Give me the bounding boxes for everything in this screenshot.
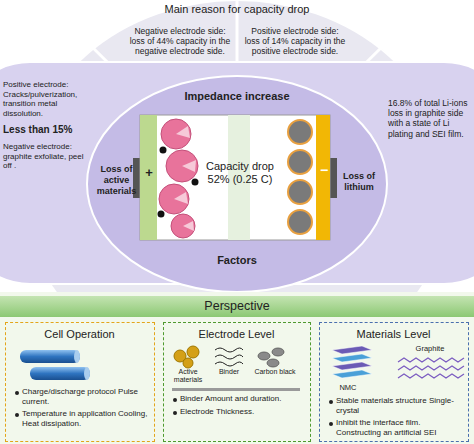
bullet-text: Stable materials structure Single-crysta… — [328, 396, 464, 415]
node-text: Positive electrode side: loss of 14% cap… — [243, 26, 347, 57]
perspective-box: Materials LevelNMC GraphiteStable materia… — [319, 322, 469, 442]
cathode-particles — [161, 119, 191, 149]
node-subtext: − — [318, 162, 330, 179]
cylinder-cells — [30, 367, 90, 380]
degradation-dots — [158, 211, 165, 218]
node-text: Positive electrode: Cracks/pulverization… — [3, 80, 91, 118]
bullet-text: Inhibit the interface film. Constructing… — [328, 418, 464, 437]
nmc-crystal — [332, 346, 372, 378]
electrode-layer — [172, 388, 300, 391]
particle-cracks — [174, 126, 196, 231]
graphite-particles — [288, 120, 312, 144]
carbon-black-particles — [258, 352, 270, 360]
perspective-box: Electrode LevelActive materialsBinder Car… — [163, 322, 311, 442]
battery-cell — [140, 115, 330, 240]
degradation-dots — [192, 179, 199, 186]
bullet-text: Temperature in application Cooling, Heat… — [14, 409, 150, 428]
nmc-crystal — [332, 370, 372, 378]
battery-cell: + Capacity drop 52% (0.25 C) − — [140, 115, 330, 240]
node-subtext: Factors — [87, 254, 387, 267]
node-text: Materials Level — [320, 328, 467, 341]
graphite-layers — [398, 366, 464, 370]
cylinder-cells — [20, 350, 90, 380]
particle-cracks — [176, 126, 190, 138]
cathode-particles — [159, 119, 198, 238]
node-text: Cell Operation — [6, 328, 153, 341]
graphite-particles — [288, 180, 312, 204]
node-subtext: Less than 15% — [3, 124, 91, 136]
graphite-layers — [398, 358, 464, 362]
section-banner: Perspective — [0, 296, 474, 317]
particle-cracks — [183, 221, 194, 231]
node-subtext: Active materials — [167, 368, 209, 385]
node-subtext: Capacity drop 52% (0.25 C) — [197, 160, 283, 186]
perspective-box: Cell OperationCharge/discharge protocol … — [5, 322, 155, 442]
battery-cell — [330, 158, 337, 198]
cathode-particles — [166, 150, 198, 182]
graphite-layers — [398, 374, 464, 378]
degradation-dots — [160, 147, 167, 154]
bottom-ground — [0, 292, 474, 444]
nmc-crystal — [332, 362, 372, 370]
node-subtext: NMC — [328, 383, 368, 392]
factor-ring — [87, 76, 387, 292]
active-material-particles — [187, 346, 199, 358]
battery-cell — [133, 115, 337, 240]
node-subtext: Carbon black — [252, 368, 298, 376]
degradation-dots — [158, 147, 199, 218]
binder-strands — [215, 348, 243, 366]
node-text: Electrode Level — [164, 328, 309, 341]
graphite-particles — [288, 150, 312, 174]
node-subtext: Loss of lithium — [333, 171, 385, 193]
node-text: + — [142, 165, 156, 181]
node-text: Impedance increase — [87, 90, 387, 103]
binder-strands — [215, 355, 243, 359]
particle-cracks — [174, 192, 188, 204]
node-subtext: Graphite — [398, 344, 462, 353]
active-material-particles — [174, 346, 199, 368]
cylinder-cells — [84, 367, 90, 380]
nmc-crystal — [332, 346, 372, 354]
nmc-crystal — [332, 354, 372, 362]
cathode-particles — [159, 184, 189, 214]
active-material-particles — [183, 358, 193, 368]
carbon-black-particles — [267, 359, 279, 367]
diagram-title: Main reason for capacity drop — [0, 3, 474, 15]
node-subtext: Loss of active materials — [93, 164, 140, 196]
graphite-layers — [398, 358, 464, 378]
graphite-particles — [288, 210, 312, 234]
bullet-text: Charge/discharge protocol Pulse current. — [14, 387, 150, 406]
node-text: 16.8% of total Li-ions loss in graphite … — [388, 98, 472, 139]
bullet-text: Electrode Thickness. — [172, 407, 306, 417]
binder-strands — [215, 362, 243, 366]
particle-cracks — [182, 160, 196, 172]
graphite-particles — [288, 120, 312, 234]
carbon-black-particles — [272, 348, 284, 356]
cylinder-cells — [74, 350, 80, 363]
cathode-particles — [171, 214, 195, 238]
node-text: Negative electrode side: loss of 44% cap… — [128, 26, 232, 57]
bullet-text: Binder Amount and duration. — [172, 394, 306, 404]
carbon-black-particles — [258, 348, 284, 367]
node-text: Perspective — [0, 299, 474, 314]
cylinder-cells — [20, 350, 80, 363]
factor-ring: Impedance increaseLoss of active materia… — [87, 76, 387, 292]
node-subtext: Binder — [212, 368, 246, 376]
battery-cell — [316, 115, 330, 240]
binder-strands — [215, 348, 243, 352]
battery-cell — [140, 115, 157, 240]
node-subtext: Negative electrode: graphite exfoliate, … — [3, 142, 91, 171]
